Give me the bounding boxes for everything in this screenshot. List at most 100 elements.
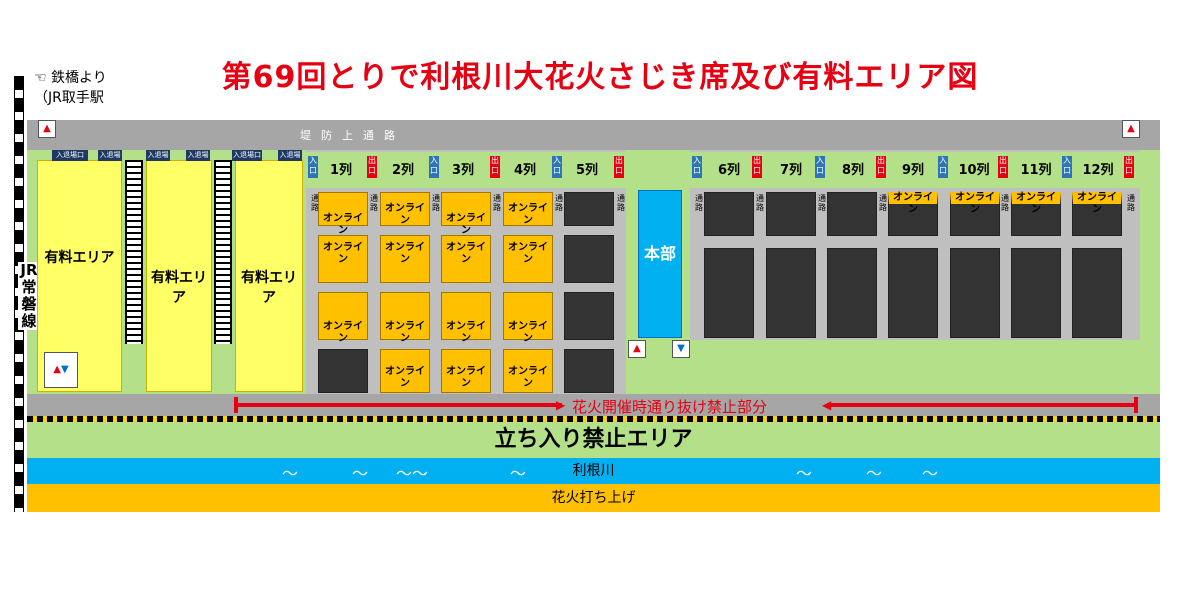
seat-block[interactable]: [564, 235, 614, 283]
restricted-area: 立ち入り禁止エリア: [27, 422, 1160, 458]
exit-tag: 出口: [367, 156, 377, 178]
arrow-end: [234, 397, 238, 413]
seat-block-online[interactable]: オンライン: [888, 192, 938, 236]
exit-tag: 出口: [614, 156, 624, 178]
no-passing-arrow-right: [830, 403, 1136, 407]
seat-block[interactable]: [827, 192, 877, 236]
aisle-label: 通路: [311, 194, 319, 212]
online-label: オンライン: [1077, 192, 1117, 215]
seat-block-online[interactable]: オンライン: [441, 235, 491, 283]
seat-block-online[interactable]: オンライン: [380, 349, 430, 393]
entrance-gate: 入退場: [186, 150, 210, 161]
column-label: 5列: [575, 163, 599, 178]
online-label: オンライン: [323, 321, 363, 344]
wave-icon: ～: [922, 464, 939, 483]
arrow-end: [1134, 397, 1138, 413]
toilet-icon: ▼: [672, 340, 690, 358]
seat-block[interactable]: [564, 292, 614, 340]
seat-block-online[interactable]: オンライン: [503, 292, 553, 344]
column-header-strip: [306, 152, 626, 188]
railway-label: JR常磐線: [18, 262, 40, 330]
column-label: 7列: [779, 163, 803, 178]
column-label: 4列: [513, 163, 537, 178]
toilet-icon: ▲▼: [44, 352, 78, 388]
online-label: オンライン: [1016, 192, 1056, 215]
fireworks-label: 花火打ち上げ: [551, 490, 636, 506]
from-station-label: （JR取手駅: [34, 90, 104, 106]
online-label: オンライン: [385, 242, 425, 265]
levee-road-label: 堤防上通路: [300, 129, 405, 142]
seat-block-online[interactable]: オンライン: [441, 349, 491, 393]
column-label: 3列: [451, 163, 475, 178]
paid-area-3: 有料エリア: [235, 160, 303, 392]
from-bridge-label: 鉄橋より: [51, 70, 107, 86]
arrow-head-right-icon: ▶: [556, 398, 566, 412]
seat-block-online[interactable]: オンライン: [441, 292, 491, 344]
seat-block-online[interactable]: オンライン: [1072, 192, 1122, 236]
seat-block[interactable]: [1072, 248, 1122, 338]
seat-block-online[interactable]: オンライン: [950, 192, 1000, 236]
exit-tag: 出口: [490, 156, 500, 178]
exit-tag: 出口: [876, 156, 886, 178]
online-label: オンライン: [893, 192, 933, 215]
hand-pointer-icon: ☜: [34, 70, 52, 86]
seat-block-online[interactable]: オンライン: [380, 192, 430, 226]
entrance-gate: 入退場口: [52, 150, 88, 161]
wave-icon: ～: [796, 464, 813, 483]
seat-block[interactable]: [318, 349, 368, 393]
seat-block[interactable]: [766, 248, 816, 338]
seat-block[interactable]: [704, 192, 754, 236]
direction-note: ☜ 鉄橋より （JR取手駅: [34, 68, 134, 108]
exit-tag: 出口: [1124, 156, 1134, 178]
seat-block-online[interactable]: オンライン: [318, 292, 368, 344]
wave-icon: ～: [510, 464, 527, 483]
fireworks-launch-area: 花火打ち上げ: [27, 484, 1160, 512]
wave-icon: ～: [282, 464, 299, 483]
column-label: 6列: [717, 163, 741, 178]
seat-block[interactable]: [888, 248, 938, 338]
seat-block-online[interactable]: オンライン: [503, 349, 553, 393]
wave-icon: ～: [396, 464, 413, 483]
online-label: オンライン: [446, 321, 486, 344]
seat-block-online[interactable]: オンライン: [318, 235, 368, 283]
entrance-gate: 入退場: [98, 150, 122, 161]
seat-block-online[interactable]: オンライン: [1011, 192, 1061, 236]
no-passing-arrow-left: [236, 403, 562, 407]
online-label: オンライン: [446, 242, 486, 265]
entrance-tag: 入口: [429, 156, 439, 178]
online-label: オンライン: [508, 366, 548, 389]
online-label: オンライン: [446, 213, 486, 236]
entrance-tag: 入口: [938, 156, 948, 178]
seat-block-online[interactable]: オンライン: [380, 292, 430, 344]
arrow-head-left-icon: ◀: [822, 398, 832, 412]
online-label: オンライン: [385, 321, 425, 344]
seat-block[interactable]: [950, 248, 1000, 338]
seat-block-online[interactable]: オンライン: [503, 235, 553, 283]
seat-block[interactable]: [1011, 248, 1061, 338]
online-label: オンライン: [508, 321, 548, 344]
no-passing-label: 花火開催時通り抜け禁止部分: [572, 396, 768, 417]
seat-block-online[interactable]: オンライン: [318, 192, 368, 236]
online-label: オンライン: [446, 366, 486, 389]
entrance-tag: 入口: [308, 156, 318, 178]
headquarters-label: 本部: [643, 244, 676, 263]
column-label: 2列: [391, 163, 415, 178]
seat-block-online[interactable]: オンライン: [503, 192, 553, 226]
aisle-label: 通路: [879, 194, 887, 212]
aisle-label: 通路: [617, 194, 625, 212]
online-label: オンライン: [385, 203, 425, 226]
column-label: 10列: [958, 163, 990, 178]
seat-block[interactable]: [827, 248, 877, 338]
toilet-icon: ▲: [1122, 120, 1140, 138]
seat-block[interactable]: [564, 192, 614, 226]
seat-block[interactable]: [704, 248, 754, 338]
seat-block[interactable]: [766, 192, 816, 236]
seat-block[interactable]: [564, 349, 614, 393]
aisle-label: 通路: [818, 194, 826, 212]
seat-block-online[interactable]: オンライン: [441, 192, 491, 236]
aisle-label: 通路: [695, 194, 703, 212]
online-label: オンライン: [385, 366, 425, 389]
seat-block-online[interactable]: オンライン: [380, 235, 430, 283]
online-label: オンライン: [323, 213, 363, 236]
aisle-label: 通路: [432, 194, 440, 212]
